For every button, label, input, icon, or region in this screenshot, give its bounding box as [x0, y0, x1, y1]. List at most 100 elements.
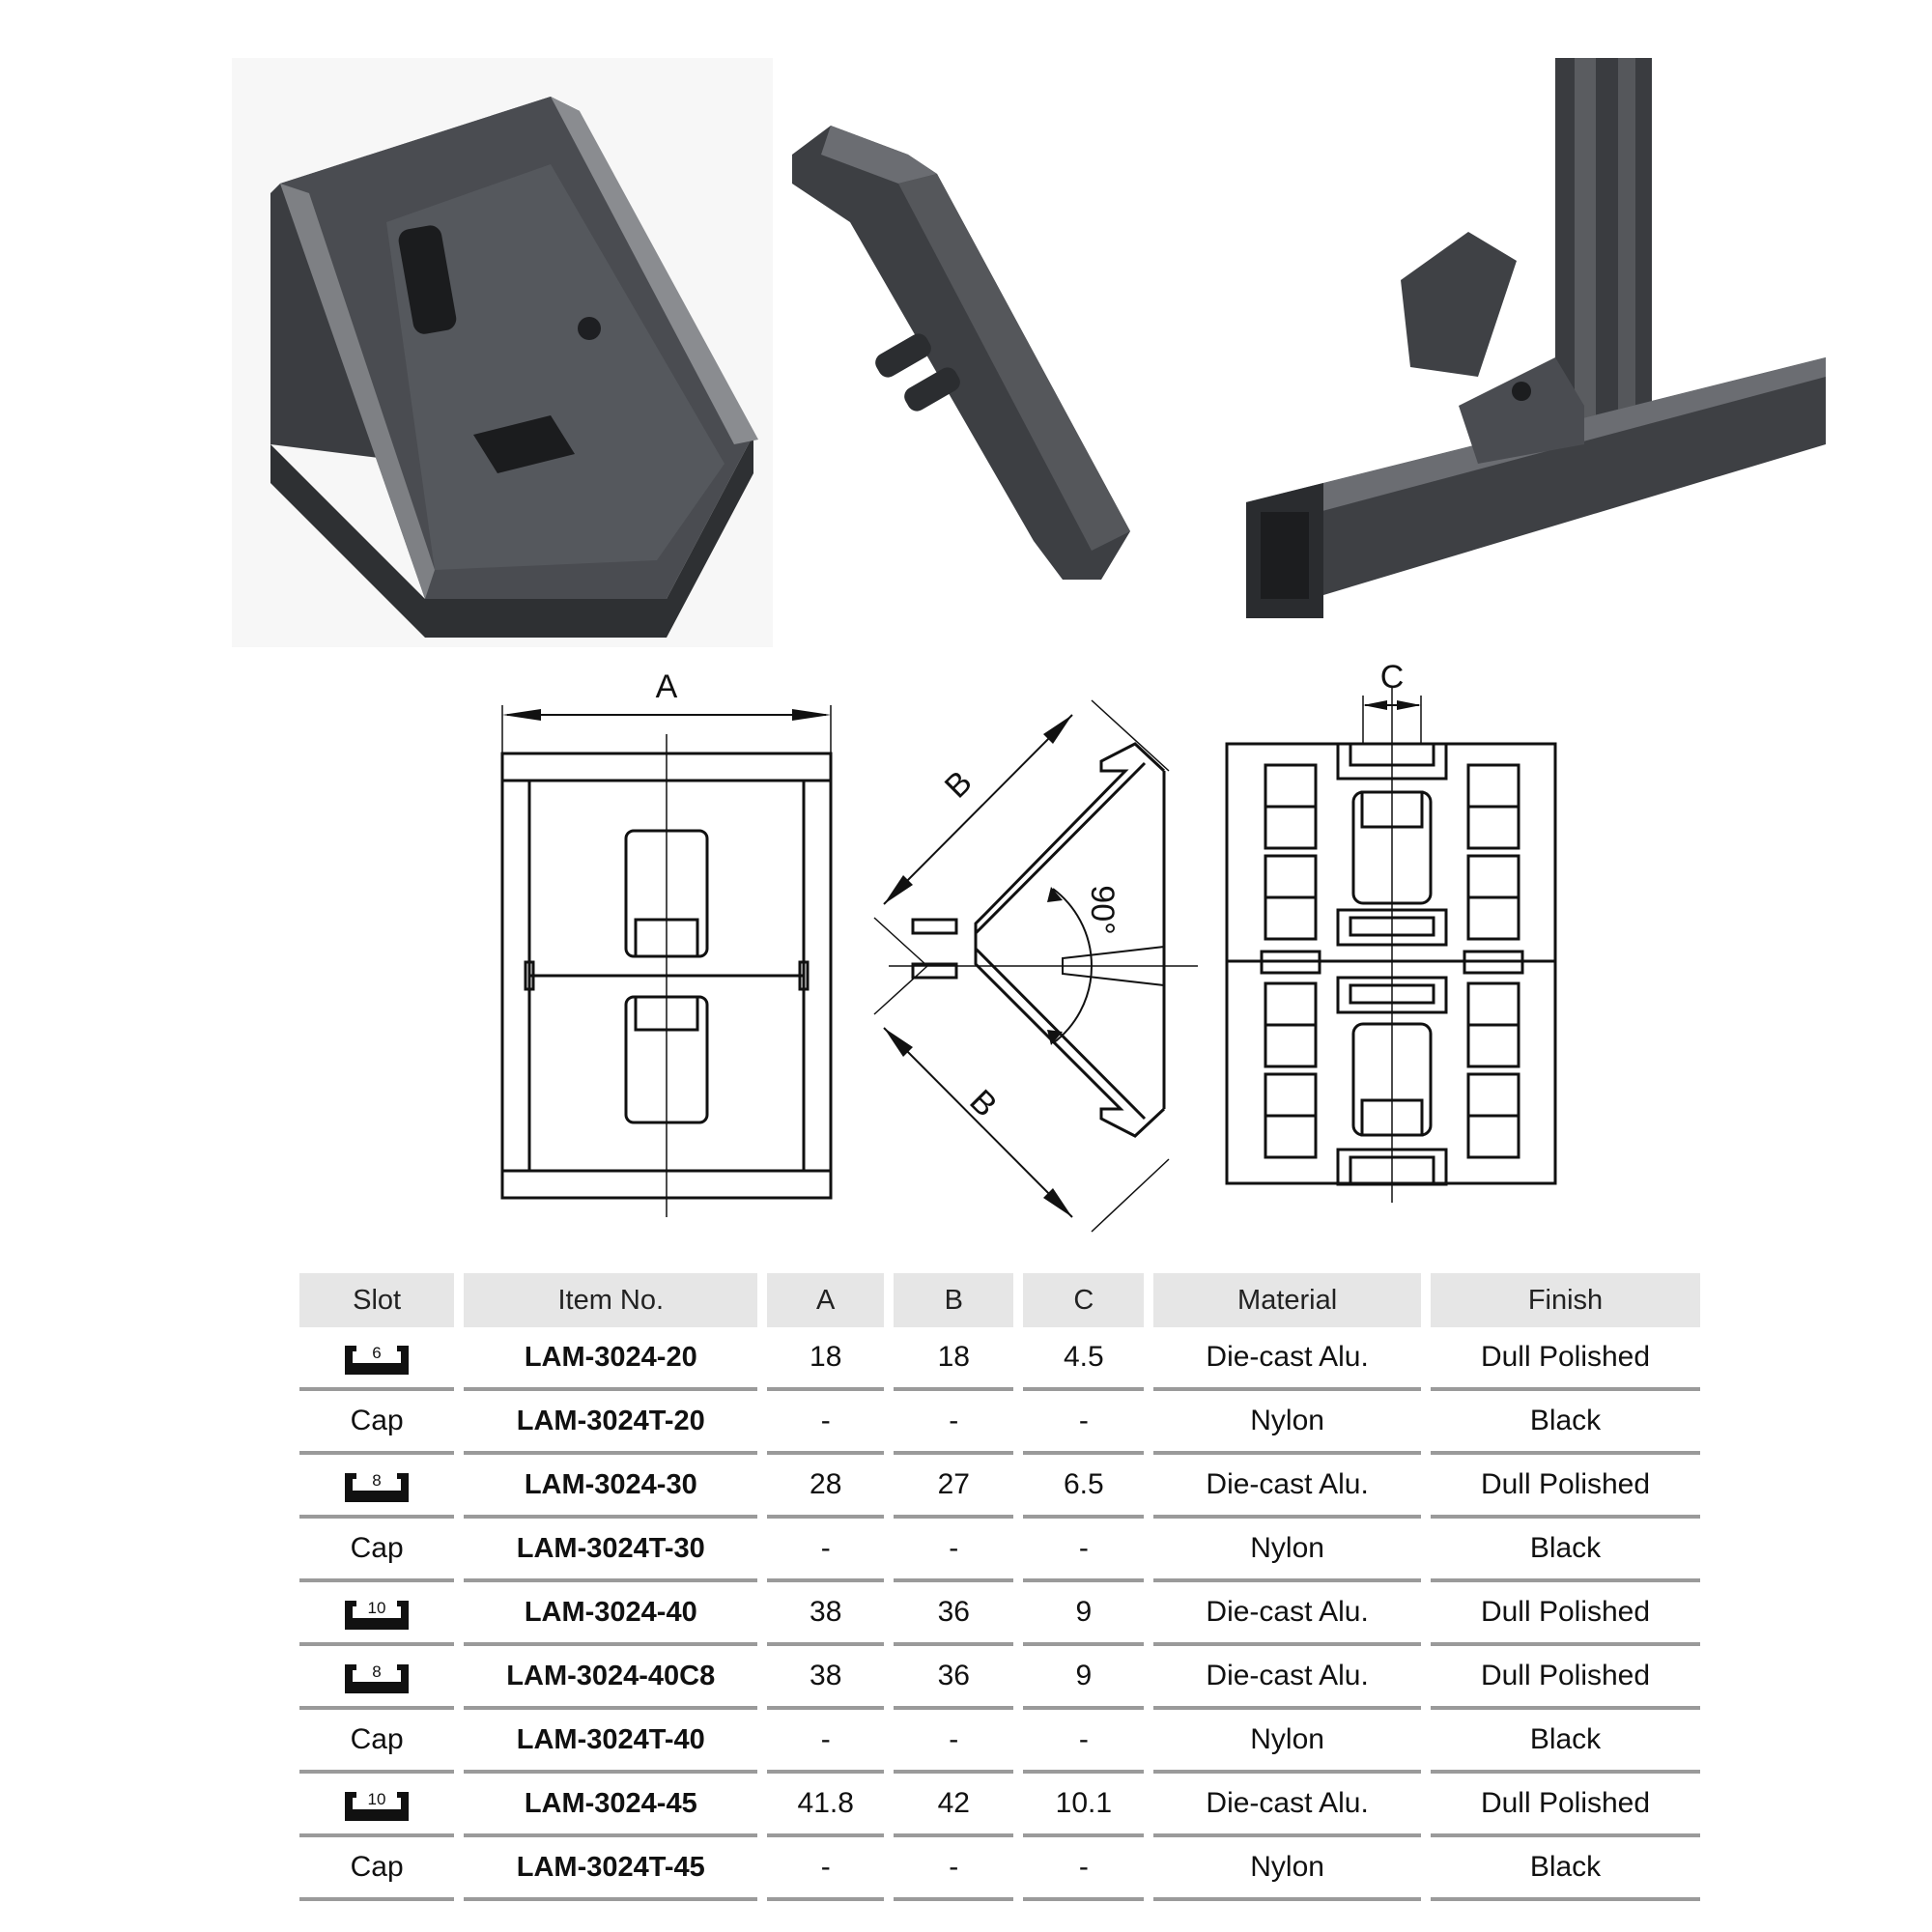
- slot-cell: Cap: [299, 1710, 455, 1774]
- material-cell: Nylon: [1153, 1837, 1421, 1901]
- dim-b-cell: 42: [894, 1774, 1014, 1837]
- dim-b-cell: -: [894, 1837, 1014, 1901]
- dim-a-cell: -: [767, 1391, 885, 1455]
- dim-a-cell: -: [767, 1837, 885, 1901]
- material-cell: Die-cast Alu.: [1153, 1774, 1421, 1837]
- dim-b-cell: -: [894, 1710, 1014, 1774]
- material-cell: Nylon: [1153, 1519, 1421, 1582]
- material-cell: Nylon: [1153, 1391, 1421, 1455]
- dim-a-cell: 38: [767, 1646, 885, 1710]
- header-a: A: [767, 1273, 885, 1327]
- t-slot-size-label: 6: [372, 1344, 381, 1362]
- header-item-no: Item No.: [464, 1273, 758, 1327]
- dim-c-cell: -: [1023, 1391, 1145, 1455]
- dim-a-cell: 38: [767, 1582, 885, 1646]
- header-material: Material: [1153, 1273, 1421, 1327]
- finish-cell: Dull Polished: [1431, 1327, 1700, 1391]
- finish-cell: Black: [1431, 1391, 1700, 1455]
- dim-a-cell: -: [767, 1710, 885, 1774]
- item-no-cell: LAM-3024-30: [464, 1455, 758, 1519]
- slot-cell: 10: [299, 1774, 455, 1837]
- finish-cell: Black: [1431, 1710, 1700, 1774]
- item-no-cell: LAM-3024T-40: [464, 1710, 758, 1774]
- t-slot-size-label: 8: [372, 1662, 381, 1681]
- dim-a-label: A: [656, 668, 678, 705]
- dim-b-cell: 36: [894, 1646, 1014, 1710]
- slot-cell: 10: [299, 1582, 455, 1646]
- dim-b-cell: 18: [894, 1327, 1014, 1391]
- slot-cell: Cap: [299, 1391, 455, 1455]
- dim-c-cell: 9: [1023, 1582, 1145, 1646]
- t-slot-size-label: 8: [372, 1471, 381, 1490]
- material-cell: Die-cast Alu.: [1153, 1327, 1421, 1391]
- header-slot: Slot: [299, 1273, 455, 1327]
- slot-cell: 8: [299, 1646, 455, 1710]
- dim-b-cell: -: [894, 1391, 1014, 1455]
- t-slot-icon: 8: [345, 1661, 410, 1693]
- slot-cell: Cap: [299, 1519, 455, 1582]
- item-no-cell: LAM-3024T-30: [464, 1519, 758, 1582]
- slot-cell: 6: [299, 1327, 455, 1391]
- item-no-cell: LAM-3024T-20: [464, 1391, 758, 1455]
- item-no-cell: LAM-3024-20: [464, 1327, 758, 1391]
- angle-label: 90°: [1084, 885, 1121, 934]
- dim-b-cell: 27: [894, 1455, 1014, 1519]
- dim-c-label: C: [1380, 659, 1405, 696]
- dim-c-cell: 6.5: [1023, 1455, 1145, 1519]
- t-slot-size-label: 10: [368, 1599, 386, 1617]
- item-no-cell: LAM-3024T-45: [464, 1837, 758, 1901]
- dim-c-cell: -: [1023, 1710, 1145, 1774]
- material-cell: Die-cast Alu.: [1153, 1455, 1421, 1519]
- material-cell: Die-cast Alu.: [1153, 1646, 1421, 1710]
- item-no-cell: LAM-3024-45: [464, 1774, 758, 1837]
- header-finish: Finish: [1431, 1273, 1700, 1327]
- header-c: C: [1023, 1273, 1145, 1327]
- dim-b-cell: -: [894, 1519, 1014, 1582]
- dim-a-cell: -: [767, 1519, 885, 1582]
- finish-cell: Dull Polished: [1431, 1455, 1700, 1519]
- dim-b-cell: 36: [894, 1582, 1014, 1646]
- header-b: B: [894, 1273, 1014, 1327]
- finish-cell: Dull Polished: [1431, 1582, 1700, 1646]
- t-slot-icon: 8: [345, 1469, 410, 1502]
- finish-cell: Dull Polished: [1431, 1774, 1700, 1837]
- t-slot-icon: 6: [345, 1342, 410, 1375]
- dim-a-cell: 18: [767, 1327, 885, 1391]
- finish-cell: Black: [1431, 1519, 1700, 1582]
- finish-cell: Dull Polished: [1431, 1646, 1700, 1710]
- material-cell: Nylon: [1153, 1710, 1421, 1774]
- item-no-cell: LAM-3024-40: [464, 1582, 758, 1646]
- slot-cell: 8: [299, 1455, 455, 1519]
- dim-c-cell: 10.1: [1023, 1774, 1145, 1837]
- dim-c-cell: 4.5: [1023, 1327, 1145, 1391]
- dim-b-upper-label: B: [938, 764, 980, 806]
- cap-photo: [773, 97, 1179, 618]
- table-header-row: Slot Item No. A B C Material Finish: [299, 1273, 1700, 1327]
- dim-a-cell: 41.8: [767, 1774, 885, 1837]
- side-view: [873, 699, 1198, 1233]
- material-cell: Die-cast Alu.: [1153, 1582, 1421, 1646]
- slot-text: Cap: [350, 1532, 404, 1564]
- slot-text: Cap: [350, 1723, 404, 1755]
- bracket-photo: [232, 58, 773, 647]
- dim-c-cell: 9: [1023, 1646, 1145, 1710]
- t-slot-icon: 10: [345, 1597, 410, 1630]
- item-no-cell: LAM-3024-40C8: [464, 1646, 758, 1710]
- slot-text: Cap: [350, 1851, 404, 1883]
- t-slot-icon: 10: [345, 1788, 410, 1821]
- dim-a-cell: 28: [767, 1455, 885, 1519]
- t-slot-size-label: 10: [368, 1790, 386, 1808]
- technical-drawings: A B B C 90°: [500, 659, 1557, 1233]
- dim-c-cell: -: [1023, 1837, 1145, 1901]
- slot-cell: Cap: [299, 1837, 455, 1901]
- slot-text: Cap: [350, 1405, 404, 1436]
